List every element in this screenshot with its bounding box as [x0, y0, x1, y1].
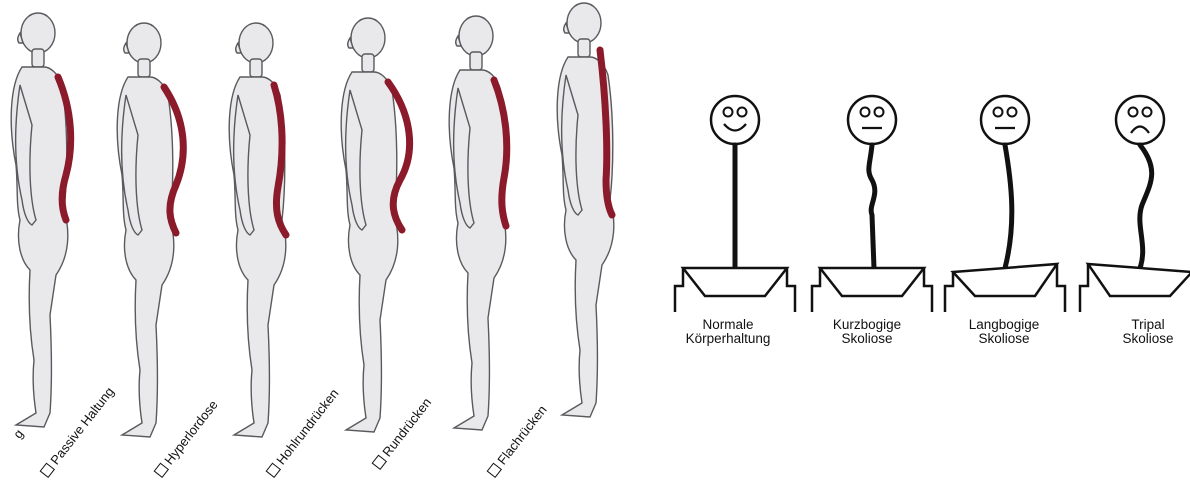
spine-icon [1005, 145, 1012, 268]
face-icon [848, 96, 896, 144]
scoliosis-label-tripal: Tripal Skoliose [1088, 318, 1190, 346]
scoliosis-label-line1: Tripal [1088, 318, 1190, 332]
scoliosis-label-line1: Normale [668, 318, 788, 332]
human-silhouette [557, 3, 614, 417]
posture-figure-5 [557, 3, 614, 417]
face-icon [981, 96, 1029, 144]
spine-icon [1140, 145, 1152, 268]
scoliosis-label-line1: Langbogige [944, 318, 1064, 332]
posture-figure-4 [449, 16, 507, 430]
posture-figure-1 [117, 23, 183, 437]
spine-icon [869, 145, 875, 268]
posture-figure-0 [11, 13, 70, 427]
scoliosis-figure-1 [812, 96, 932, 312]
scoliosis-label-line2: Skoliose [807, 332, 927, 346]
scoliosis-label-line2: Skoliose [1088, 332, 1190, 346]
scoliosis-label-line2: Skoliose [944, 332, 1064, 346]
scoliosis-label-normal: Normale Körperhaltung [668, 318, 788, 346]
scoliosis-label-line1: Kurzbogige [807, 318, 927, 332]
scoliosis-figure-3 [1080, 96, 1190, 312]
human-silhouette [449, 16, 506, 430]
scoliosis-label-kurzbogig: Kurzbogige Skoliose [807, 318, 927, 346]
scoliosis-label-langbogig: Langbogige Skoliose [944, 318, 1064, 346]
scoliosis-figure-0 [675, 96, 795, 312]
scoliosis-label-line2: Körperhaltung [668, 332, 788, 346]
posture-figure-2 [229, 23, 286, 437]
scoliosis-figure-2 [945, 96, 1065, 312]
face-icon [711, 96, 759, 144]
posture-figure-3 [341, 18, 409, 432]
face-icon [1116, 96, 1164, 144]
